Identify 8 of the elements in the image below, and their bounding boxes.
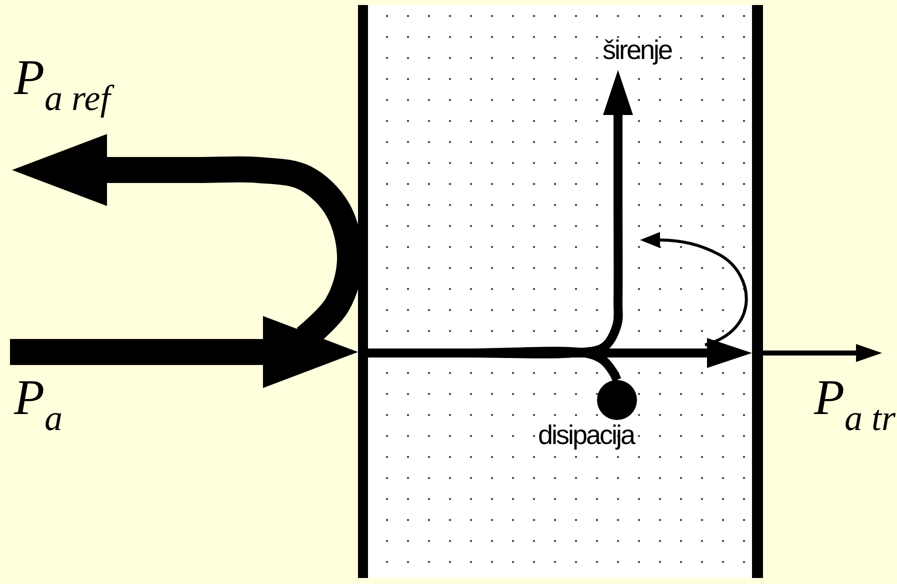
text-label: disipacija [538,420,634,451]
medium-slab [358,5,763,578]
power-symbol: P$_{a tr}$ [814,372,896,436]
arrow [10,316,358,388]
dissipation-dot [597,380,637,420]
arrow [763,344,882,362]
text-label: širenje [592,30,682,70]
power-symbol: P$_{a}$ [14,372,63,436]
